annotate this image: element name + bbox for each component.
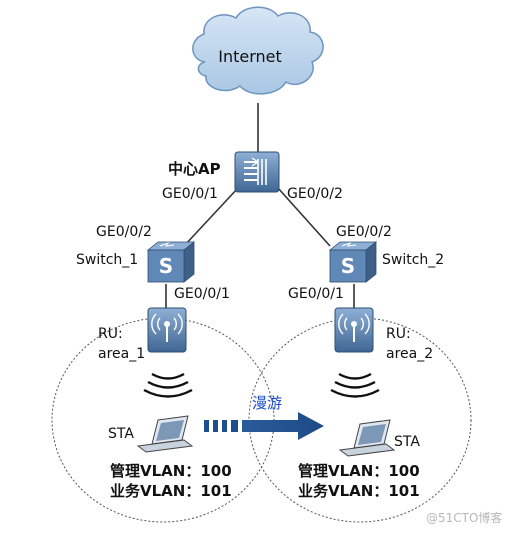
watermark: @51CTO博客 bbox=[426, 510, 502, 525]
link-core-switch-1 bbox=[183, 187, 239, 247]
ru-2-label-line2: area_2 bbox=[386, 346, 433, 362]
ru-2-label-line1: RU: bbox=[386, 326, 411, 342]
switch-2-name: Switch_2 bbox=[382, 252, 444, 268]
switch-2-icon: S bbox=[328, 241, 378, 283]
switch-1-name: Switch_1 bbox=[76, 252, 138, 268]
roaming-label: 漫游 bbox=[252, 394, 282, 412]
svg-text:S: S bbox=[159, 254, 173, 278]
link-core-switch-2 bbox=[277, 187, 331, 247]
sta-1-service-vlan: 业务VLAN：101 bbox=[110, 482, 232, 500]
core-ap-port-left: GE0/0/1 bbox=[162, 186, 218, 202]
ru-1-access-point-icon bbox=[147, 307, 187, 353]
internet-label: Internet bbox=[218, 47, 282, 66]
ru-2-wireless-signal-icon bbox=[330, 372, 380, 398]
sta-2-laptop-icon bbox=[338, 419, 396, 457]
sta-1-laptop-icon bbox=[136, 415, 194, 453]
switch-1-port-down: GE0/0/1 bbox=[174, 286, 230, 302]
switch-2-port-down: GE0/0/1 bbox=[288, 286, 344, 302]
network-links bbox=[165, 103, 355, 310]
core-ap-port-right: GE0/0/2 bbox=[287, 186, 343, 202]
core-ap-icon bbox=[234, 151, 280, 193]
ru-1-label-line1: RU: bbox=[98, 326, 123, 342]
svg-text:S: S bbox=[341, 254, 355, 278]
sta-1-mgmt-vlan: 管理VLAN：100 bbox=[110, 462, 232, 480]
ru-2-access-point-icon bbox=[334, 307, 374, 353]
sta-2-service-vlan: 业务VLAN：101 bbox=[298, 482, 420, 500]
switch-2-port-up: GE0/0/2 bbox=[336, 224, 392, 240]
switch-1-icon: S bbox=[146, 241, 196, 283]
ru-1-label-line2: area_1 bbox=[98, 346, 145, 362]
sta-1-label: STA bbox=[108, 426, 134, 442]
internet-cloud-icon bbox=[192, 6, 324, 95]
sta-2-mgmt-vlan: 管理VLAN：100 bbox=[298, 462, 420, 480]
sta-2-label: STA bbox=[394, 434, 420, 450]
switch-1-port-up: GE0/0/2 bbox=[96, 224, 152, 240]
ru-1-wireless-signal-icon bbox=[143, 372, 193, 398]
roaming-arrow-icon bbox=[204, 412, 324, 440]
core-ap-name: 中心AP bbox=[168, 160, 221, 178]
